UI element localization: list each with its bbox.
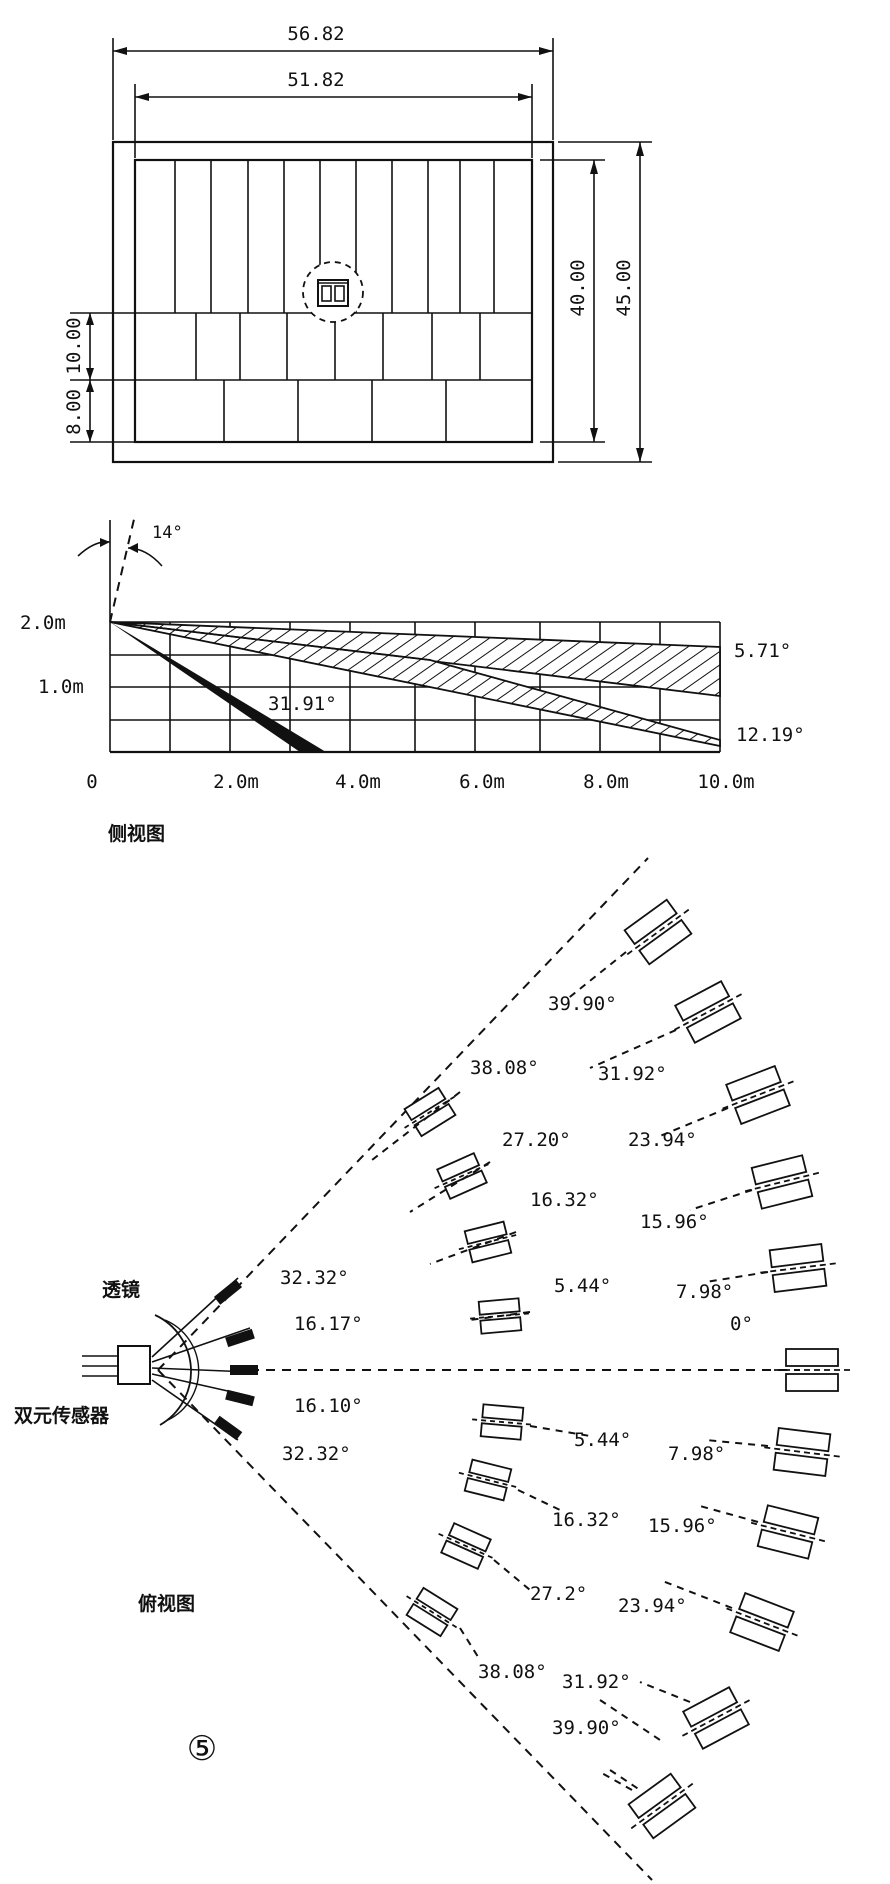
fan-label-0: 32.32° [280, 1267, 349, 1289]
near-lower-label-3: 38.08° [478, 1661, 547, 1683]
lens-label: 透镜 [102, 1278, 140, 1301]
near-lower-label-2: 27.2° [530, 1583, 587, 1605]
far-lower-label-2: 23.94° [618, 1595, 687, 1617]
far-upper-label-2: 23.94° [628, 1129, 697, 1151]
row-mid-height-label: 10.00 [63, 317, 85, 374]
tilt-indicator: 14° [77, 514, 183, 623]
row-bottom-height-label: 8.00 [63, 389, 85, 435]
fan-label-3: 32.32° [282, 1443, 351, 1465]
near-upper-label-3: 5.44° [554, 1275, 611, 1297]
fan-label-1: 16.17° [294, 1313, 363, 1335]
fan-label-2: 16.10° [294, 1395, 363, 1417]
inner-width-label: 51.82 [287, 69, 344, 91]
inner-height-label: 40.00 [567, 259, 589, 316]
top-view-caption: 俯视图 [138, 1592, 195, 1615]
sensor-label: 双元传感器 [14, 1404, 110, 1427]
detection-zones [403, 898, 850, 1840]
bottom-row-zones [223, 380, 447, 442]
far-upper-label-3: 15.96° [640, 1211, 709, 1233]
far-upper-label-4: 7.98° [676, 1281, 733, 1303]
x-label-6m: 6.0m [459, 771, 505, 793]
width-dimensions: 56.82 51.82 [112, 23, 554, 158]
near-lower-label-1: 16.32° [552, 1509, 621, 1531]
far-lower-label-0: 7.98° [668, 1443, 725, 1465]
middle-row-zones [195, 313, 481, 380]
lens-arc [154, 1314, 192, 1426]
zone-leader-lines [371, 951, 769, 1791]
height-dimensions: 40.00 45.00 [540, 141, 652, 463]
top-row-zones [174, 160, 495, 313]
near-upper-label-0: 38.08° [470, 1057, 539, 1079]
row-height-dimensions: 10.00 8.00 [63, 312, 135, 443]
sensor-assembly [82, 1277, 258, 1441]
far-upper-label-0: 39.90° [548, 993, 617, 1015]
tilt-angle-label: 14° [152, 523, 183, 543]
near-upper-label-2: 16.32° [530, 1189, 599, 1211]
floor-plan: 56.82 51.82 40.00 45.00 [63, 23, 652, 464]
beam-31-91 [110, 622, 326, 752]
beam-angle-label-5-71: 5.71° [734, 640, 791, 662]
far-upper-label-1: 31.92° [598, 1063, 667, 1085]
beam-angle-label-12-19: 12.19° [736, 724, 805, 746]
inner-grid-boundary [133, 158, 534, 444]
y-label-2m: 2.0m [20, 612, 66, 634]
lower-boundary-ray [157, 1369, 653, 1881]
near-upper-label-1: 27.20° [502, 1129, 571, 1151]
outer-width-label: 56.82 [287, 23, 344, 45]
far-lower-label-4: 39.90° [552, 1717, 621, 1739]
x-label-0: 0 [86, 771, 97, 793]
x-label-8m: 8.0m [583, 771, 629, 793]
top-view: 透镜 双元传感器 32.32° 16.17° 16.10° 32.32° [14, 857, 850, 1881]
x-label-4m: 4.0m [335, 771, 381, 793]
outer-height-label: 45.00 [613, 259, 635, 316]
y-label-1m: 1.0m [38, 676, 84, 698]
far-upper-label-5: 0° [730, 1313, 753, 1335]
side-view-caption: 侧视图 [108, 822, 165, 845]
beam-angle-label-31-91: 31.91° [268, 693, 337, 715]
far-lower-label-3: 31.92° [562, 1671, 631, 1693]
near-lower-label-0: 5.44° [574, 1429, 631, 1451]
far-lower-label-1: 15.96° [648, 1515, 717, 1537]
detector-symbol [302, 261, 364, 323]
dual-element-sensor [117, 1345, 151, 1385]
figure-number: ⑤ [187, 1729, 217, 1769]
x-label-2m: 2.0m [213, 771, 259, 793]
x-label-10m: 10.0m [697, 771, 754, 793]
side-view: 14° 2.0m 1.0m 0 2.0m 4.0m 6.0m 8.0m 10.0… [20, 514, 805, 845]
outer-boundary [111, 140, 555, 464]
